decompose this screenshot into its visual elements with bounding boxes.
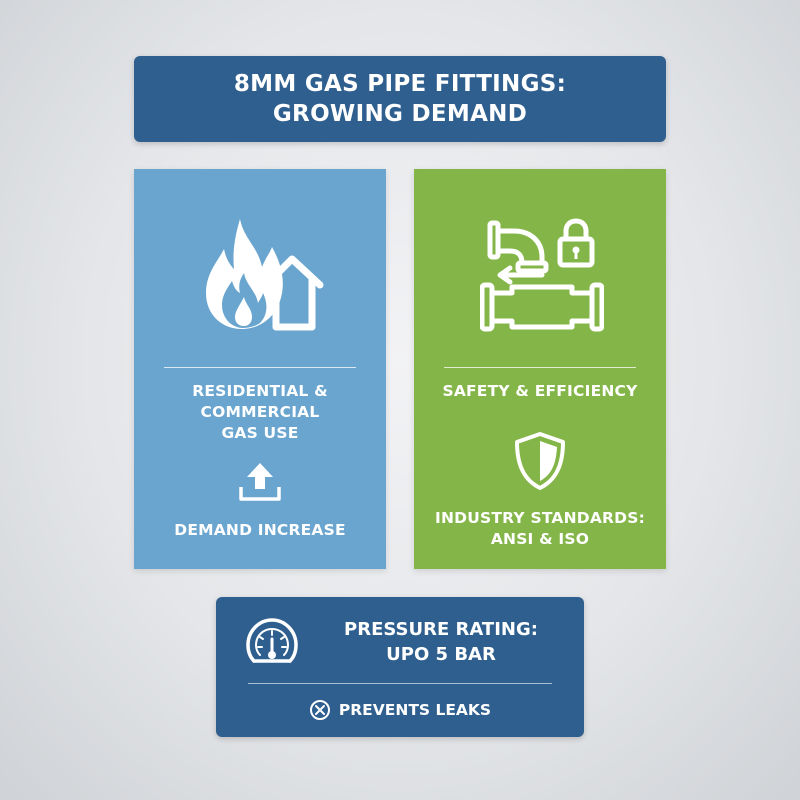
right-divider xyxy=(444,367,636,368)
industry-standards-label: INDUSTRY STANDARDS: ANSI & ISO xyxy=(435,509,645,548)
circle-x-icon xyxy=(309,700,330,720)
title-banner: 8MM GAS PIPE FITTINGS: GROWING DEMAND xyxy=(134,56,666,142)
safety-efficiency-label: SAFETY & EFFICIENCY xyxy=(442,382,638,400)
prevents-leaks-row: PREVENTS LEAKS xyxy=(216,697,584,723)
title-line-1: 8MM GAS PIPE FITTINGS: xyxy=(233,71,567,97)
pressure-gauge-icon xyxy=(246,618,298,663)
demand-increase-label: DEMAND INCREASE xyxy=(174,521,346,539)
title-line-2: GROWING DEMAND xyxy=(272,101,528,127)
pipe-lock-icon xyxy=(480,218,604,332)
shield-icon xyxy=(515,432,565,490)
safety-efficiency-panel: SAFETY & EFFICIENCY INDUSTRY STANDARDS: … xyxy=(414,169,666,569)
left-divider xyxy=(164,367,356,368)
pressure-rating-box: PRESSURE RATING: UPO 5 BAR PREVENTS LEAK… xyxy=(216,597,584,737)
flame-house-icon xyxy=(206,219,324,331)
upload-arrow-icon xyxy=(239,463,281,501)
residential-commercial-label: RESIDENTIAL & COMMERCIAL GAS USE xyxy=(192,382,328,442)
prevents-leaks-label: PREVENTS LEAKS xyxy=(338,701,492,719)
pressure-rating-text: PRESSURE RATING: UPO 5 BAR xyxy=(344,619,538,665)
residential-commercial-panel: RESIDENTIAL & COMMERCIAL GAS USE DEMAND … xyxy=(134,169,386,569)
bottom-divider xyxy=(248,683,552,684)
